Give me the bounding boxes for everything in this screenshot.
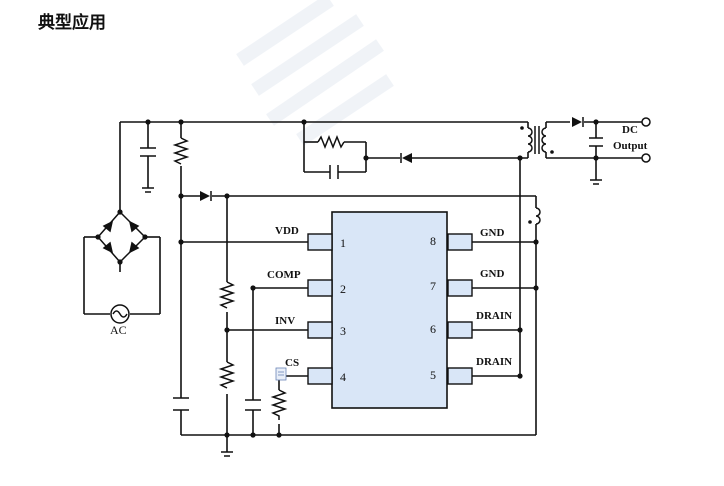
document-icon xyxy=(275,367,287,381)
divider-resistor-bottom xyxy=(218,361,236,389)
aux-diode xyxy=(200,191,212,201)
divider-resistor-top xyxy=(218,281,236,309)
ic-body xyxy=(331,211,448,409)
pin-number-2: 2 xyxy=(340,282,346,296)
output-diode xyxy=(572,117,584,127)
startup-resistor xyxy=(172,137,190,165)
pin-label-gnd-7: GND xyxy=(480,268,505,280)
bridge-rectifier xyxy=(97,210,147,264)
pin-label-comp: COMP xyxy=(267,269,301,281)
snubber-capacitor xyxy=(329,165,339,179)
ic-pins xyxy=(307,233,473,385)
snubber-diode xyxy=(400,153,412,163)
dc-output-label-output: Output xyxy=(613,140,648,152)
output-capacitor xyxy=(589,137,603,147)
pin-number-7: 7 xyxy=(430,279,436,293)
pin-number-4: 4 xyxy=(340,370,346,384)
pin-label-drain-6: DRAIN xyxy=(476,310,512,322)
output-terminals xyxy=(641,117,651,163)
pin-number-6: 6 xyxy=(430,322,436,336)
pin-label-vdd: VDD xyxy=(275,225,299,237)
pin-number-8: 8 xyxy=(430,234,436,248)
vdd-capacitor xyxy=(173,397,189,411)
section-title: 典型应用 xyxy=(38,13,106,33)
input-capacitor xyxy=(140,147,156,157)
snubber-resistor xyxy=(317,134,345,150)
watermark-logo xyxy=(236,0,394,146)
pin-label-drain-5: DRAIN xyxy=(476,356,512,368)
cs-resistor xyxy=(270,389,288,420)
wiring xyxy=(83,121,642,452)
pin-number-1: 1 xyxy=(340,236,346,250)
ac-source-icon xyxy=(110,304,130,324)
dc-output-label-dc: DC xyxy=(622,124,638,136)
pin-label-gnd-8: GND xyxy=(480,227,505,239)
ground-symbol-bottom xyxy=(221,451,233,457)
pin-label-cs: CS xyxy=(285,357,299,369)
pin-number-3: 3 xyxy=(340,324,346,338)
ac-label: AC xyxy=(110,323,127,337)
pin-number-5: 5 xyxy=(430,368,436,382)
transformer xyxy=(527,126,547,225)
ground-symbol-input xyxy=(142,187,154,193)
transformer-dots xyxy=(520,126,554,224)
comp-capacitor xyxy=(245,399,261,411)
pin-label-inv: INV xyxy=(275,315,295,327)
ground-symbol-output xyxy=(590,179,602,185)
